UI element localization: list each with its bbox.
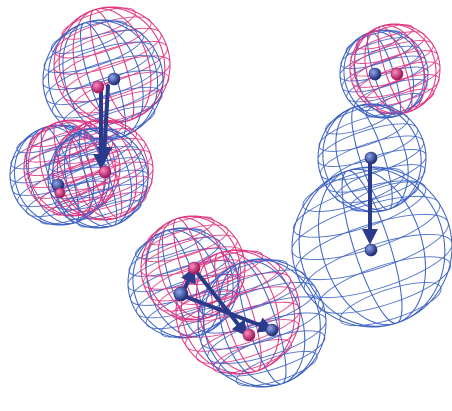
structure-b-atom-3 [99, 166, 111, 178]
structure-a-sphere-10 [181, 242, 342, 403]
structure-a-atom-11 [174, 287, 188, 301]
structure-b-atom-2 [92, 81, 104, 93]
structure-a-atom-13 [266, 324, 278, 336]
structure-b-atom-5 [55, 188, 65, 198]
structure-a-atom-9 [365, 244, 377, 256]
structure-a-atom-8 [365, 152, 377, 164]
structure-a-atom-6 [369, 68, 381, 80]
structure-b-atom-12 [243, 329, 255, 341]
structure-b-atom-7 [391, 68, 403, 80]
structure-a-atom-1 [108, 73, 120, 85]
structure-b-atom-10 [188, 262, 200, 274]
